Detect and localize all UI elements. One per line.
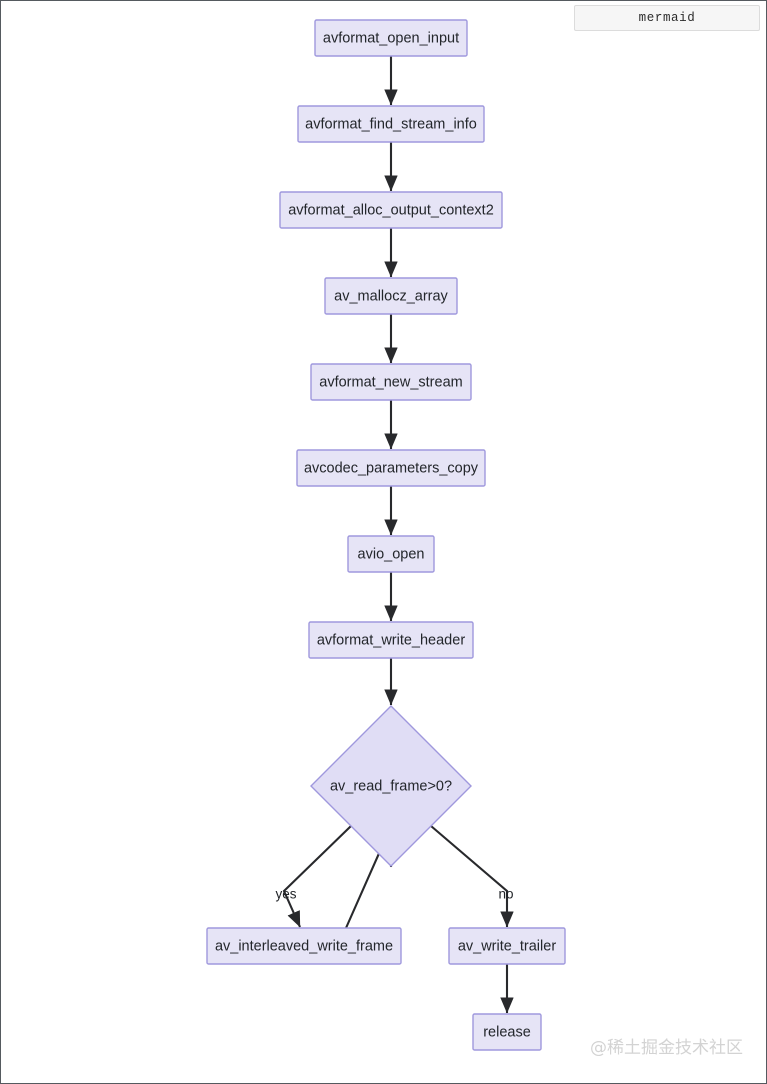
node-shape-rect xyxy=(347,535,435,573)
edge-label-yes: yes xyxy=(275,887,296,902)
flowchart-node-n11[interactable]: av_write_trailer xyxy=(448,927,566,965)
node-label-n12: release xyxy=(483,1024,531,1040)
node-shape-rect xyxy=(448,927,566,965)
node-label-n10: av_interleaved_write_frame xyxy=(215,938,393,954)
node-label-n9: av_read_frame>0? xyxy=(330,778,452,794)
nodes-layer: avformat_open_input avformat_find_stream_… xyxy=(206,19,566,1051)
flowchart-node-n1[interactable]: avformat_open_input xyxy=(314,19,468,57)
node-shape-diamond xyxy=(310,705,472,867)
flowchart-node-n5[interactable]: avformat_new_stream xyxy=(310,363,472,401)
flowchart-node-n9[interactable]: av_read_frame>0? xyxy=(310,705,472,867)
node-label-n1: avformat_open_input xyxy=(323,30,459,46)
flowchart-node-n6[interactable]: avcodec_parameters_copy xyxy=(296,449,486,487)
node-label-n4: av_mallocz_array xyxy=(334,288,448,304)
flowchart-node-n4[interactable]: av_mallocz_array xyxy=(324,277,458,315)
mermaid-badge-label: mermaid xyxy=(638,11,696,25)
mermaid-badge: mermaid xyxy=(574,5,760,31)
flowchart-node-n12[interactable]: release xyxy=(472,1013,542,1051)
node-label-n6: avcodec_parameters_copy xyxy=(304,460,479,476)
node-shape-rect xyxy=(206,927,402,965)
node-shape-rect xyxy=(279,191,503,229)
node-label-n3: avformat_alloc_output_context2 xyxy=(288,202,494,218)
node-shape-rect xyxy=(296,449,486,487)
node-shape-rect xyxy=(297,105,485,143)
node-shape-rect xyxy=(308,621,474,659)
flowchart-node-n8[interactable]: avformat_write_header xyxy=(308,621,474,659)
flowchart-node-n7[interactable]: avio_open xyxy=(347,535,435,573)
edge-n9-to-n10 xyxy=(282,825,352,928)
node-label-n11: av_write_trailer xyxy=(458,938,556,954)
node-shape-rect xyxy=(314,19,468,57)
node-label-n5: avformat_new_stream xyxy=(319,374,462,390)
node-label-n8: avformat_write_header xyxy=(317,632,465,648)
flowchart-node-n3[interactable]: avformat_alloc_output_context2 xyxy=(279,191,503,229)
edge-label-no: no xyxy=(498,887,513,902)
node-shape-rect xyxy=(472,1013,542,1051)
edge-labels-layer: yes no xyxy=(275,887,513,902)
node-shape-rect xyxy=(310,363,472,401)
watermark: @稀土掘金技术社区 xyxy=(590,1038,743,1058)
node-label-n7: avio_open xyxy=(358,546,425,562)
flowchart-node-n10[interactable]: av_interleaved_write_frame xyxy=(206,927,402,965)
node-shape-rect xyxy=(324,277,458,315)
node-label-n2: avformat_find_stream_info xyxy=(305,116,477,132)
flowchart-node-n2[interactable]: avformat_find_stream_info xyxy=(297,105,485,143)
edge-n9-to-n11 xyxy=(430,825,514,928)
